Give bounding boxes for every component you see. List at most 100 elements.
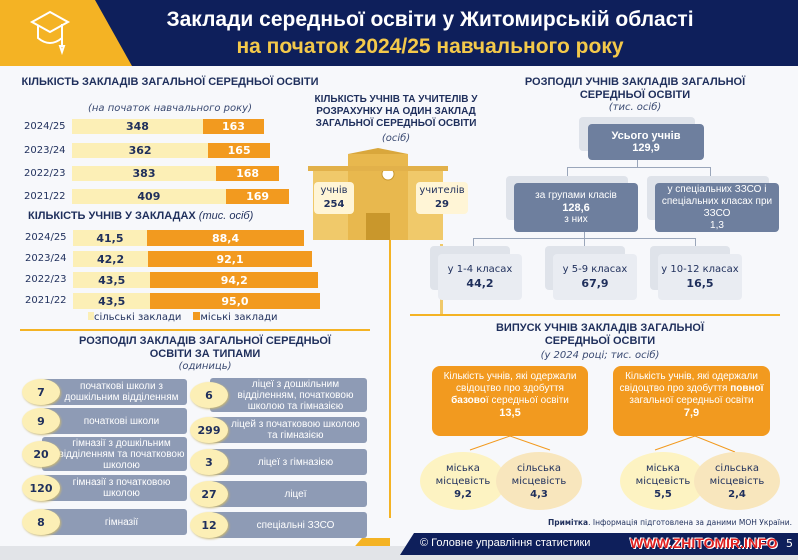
connector bbox=[584, 232, 585, 248]
distribution-subtitle: (тис. осіб) bbox=[608, 102, 662, 113]
type-label: ліцеї з гімназією bbox=[210, 449, 367, 475]
grade-value: 16,5 bbox=[686, 277, 714, 290]
bar-rural: 348 bbox=[72, 119, 203, 134]
divider bbox=[20, 329, 370, 331]
type-label: початкові школи з дошкільним відділенням bbox=[42, 379, 187, 405]
category-label: 2021/22 bbox=[25, 295, 67, 306]
footer-banner bbox=[400, 533, 798, 555]
category-label: 2022/23 bbox=[24, 168, 66, 179]
types-subtitle: (одиниць) bbox=[178, 361, 232, 372]
grade-box-g1: у 1-4 класах 44,2 bbox=[438, 254, 522, 300]
type-count: 7 bbox=[22, 379, 60, 405]
bar-rural: 42,2 bbox=[73, 251, 149, 267]
grade-value: 44,2 bbox=[466, 277, 494, 290]
chart1-subtitle: (на початок навчального року) bbox=[87, 103, 252, 114]
basic-education-box: Кількість учнів, які одержали свідоцтво … bbox=[432, 366, 588, 436]
type-label: ліцей з початковою школою та гімназією bbox=[210, 417, 367, 443]
page-title: Заклади середньої освіти у Житомирській … bbox=[166, 8, 694, 31]
category-label: 2022/23 bbox=[25, 274, 67, 285]
category-label: 2024/25 bbox=[25, 232, 67, 243]
chart1-title: КІЛЬКІСТЬ ЗАКЛАДІВ ЗАГАЛЬНОЇ СЕРЕДНЬОЇ О… bbox=[21, 76, 319, 88]
grade-label: у 5-9 класах bbox=[562, 264, 628, 275]
bar-rural: 409 bbox=[72, 189, 226, 204]
category-label: 2021/22 bbox=[24, 191, 66, 202]
type-label: гімназії bbox=[42, 509, 187, 535]
chart-legend: сільські заклади міські заклади bbox=[88, 312, 278, 323]
connector bbox=[567, 167, 568, 177]
bar-rural: 362 bbox=[72, 143, 209, 158]
per-school-title: КІЛЬКІСТЬ УЧНІВ ТА УЧИТЕЛІВ У РОЗРАХУНКУ… bbox=[314, 94, 478, 129]
divider bbox=[410, 314, 780, 316]
grade-box-g2: у 5-9 класах 67,9 bbox=[553, 254, 637, 300]
grade-label: у 1-4 класах bbox=[447, 264, 513, 275]
type-count: 3 bbox=[190, 449, 228, 475]
graduates-title: ВИПУСК УЧНІВ ЗАКЛАДІВ ЗАГАЛЬНОЇ СЕРЕДНЬО… bbox=[495, 322, 704, 347]
connector bbox=[710, 167, 711, 177]
type-count: 120 bbox=[22, 475, 60, 501]
bar-rural: 383 bbox=[72, 166, 216, 181]
graduation-cap-icon bbox=[29, 10, 71, 56]
type-label: ліцеї з дошкільним відділенням, початков… bbox=[210, 378, 367, 412]
type-count: 27 bbox=[190, 481, 228, 507]
type-count: 12 bbox=[190, 512, 228, 538]
bar-urban: 168 bbox=[216, 166, 280, 181]
connector bbox=[695, 238, 696, 248]
bar-urban: 94,2 bbox=[150, 272, 319, 288]
legend-urban: міські заклади bbox=[193, 312, 278, 323]
grade-label: у 10-12 класах bbox=[661, 264, 739, 275]
category-label: 2024/25 bbox=[24, 121, 66, 132]
type-count: 299 bbox=[190, 417, 228, 443]
page-subtitle: на початок 2024/25 навчального року bbox=[236, 35, 624, 58]
chart2-title: КІЛЬКІСТЬ УЧНІВ У ЗАКЛАДАХ (тис. осіб) bbox=[28, 210, 368, 223]
per-school-subtitle: (осіб) bbox=[381, 133, 411, 144]
footer-text: © Головне управління статистики bbox=[420, 537, 591, 549]
bar-rural: 41,5 bbox=[73, 230, 147, 246]
note: Примітка. Інформація підготовлена за дан… bbox=[547, 518, 792, 527]
category-label: 2023/24 bbox=[25, 253, 67, 264]
type-label: гімназії з дошкільним відділенням та поч… bbox=[42, 437, 187, 471]
footer-end: 5 bbox=[786, 537, 793, 550]
chart2-subtitle: (тис. осіб) bbox=[198, 210, 254, 222]
bar-urban: 95,0 bbox=[150, 293, 320, 309]
bar-rural: 43,5 bbox=[73, 272, 151, 288]
type-count: 6 bbox=[190, 382, 228, 408]
type-label: ліцеї bbox=[210, 481, 367, 507]
graduates-subtitle: (у 2024 році; тис. осіб) bbox=[540, 350, 660, 361]
type-count: 9 bbox=[22, 408, 60, 434]
category-label: 2023/24 bbox=[24, 145, 66, 156]
legend-rural: сільські заклади bbox=[88, 312, 181, 323]
bar-urban: 169 bbox=[225, 189, 290, 204]
connector bbox=[473, 238, 474, 248]
watermark: WWW.ZHITOMIR.INFO bbox=[630, 535, 778, 551]
type-label: початкові школи bbox=[42, 408, 187, 434]
types-title: РОЗПОДІЛ ЗАКЛАДІВ ЗАГАЛЬНОЇ СЕРЕДНЬОЇ ОС… bbox=[79, 335, 331, 360]
bar-urban: 163 bbox=[202, 119, 265, 134]
bar-urban: 165 bbox=[208, 143, 271, 158]
header-banner bbox=[0, 0, 798, 66]
distribution-title: РОЗПОДІЛ УЧНІВ ЗАКЛАДІВ ЗАГАЛЬНОЇ СЕРЕДН… bbox=[524, 76, 746, 101]
arrows bbox=[469, 436, 736, 453]
type-count: 20 bbox=[22, 441, 60, 467]
bar-urban: 92,1 bbox=[148, 251, 313, 267]
grade-box-g3: у 10-12 класах 16,5 bbox=[658, 254, 742, 300]
divider bbox=[389, 183, 391, 518]
chart2-title-text: КІЛЬКІСТЬ УЧНІВ У ЗАКЛАДАХ bbox=[28, 210, 196, 222]
type-label: гімназії з початковою школою bbox=[42, 475, 187, 501]
connector bbox=[637, 160, 638, 167]
type-label: спеціальні ЗЗСО bbox=[210, 512, 367, 538]
full-education-box: Кількість учнів, які одержали свідоцтво … bbox=[613, 366, 770, 436]
grade-value: 67,9 bbox=[581, 277, 609, 290]
bar-urban: 88,4 bbox=[146, 230, 305, 246]
bar-rural: 43,5 bbox=[73, 293, 151, 309]
special-schools-box: у спеціальних ЗЗСО і спеціальних класах … bbox=[655, 183, 779, 232]
type-count: 8 bbox=[22, 509, 60, 535]
connector bbox=[567, 167, 710, 168]
